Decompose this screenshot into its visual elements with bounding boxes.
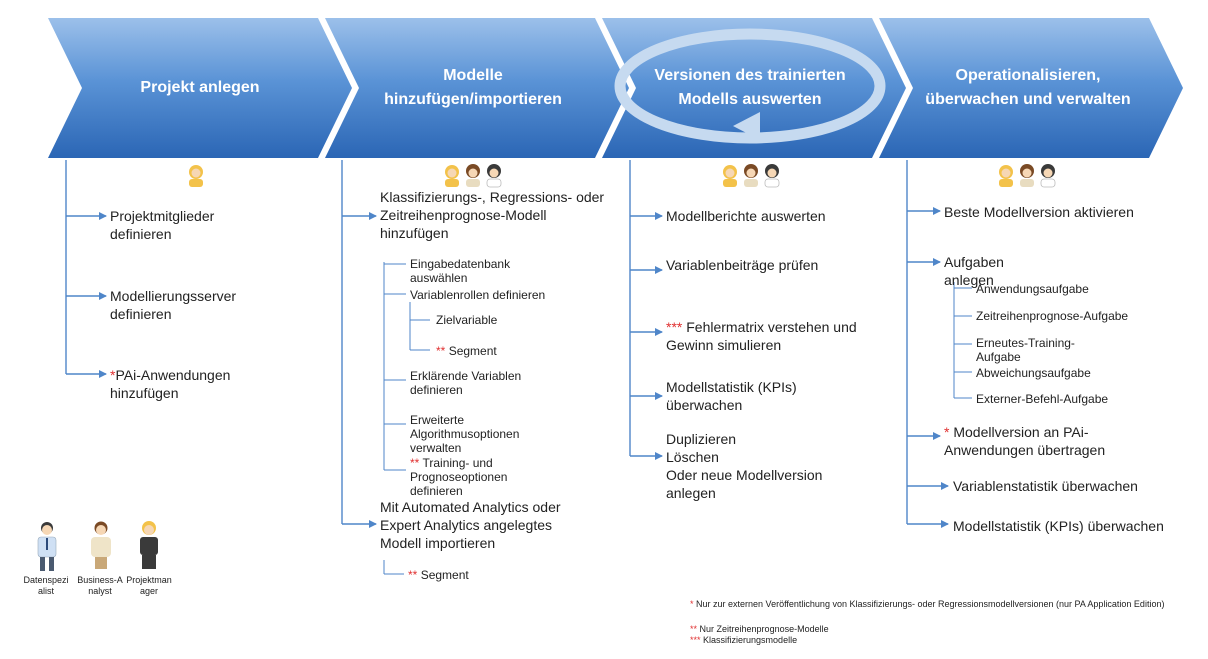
stage-2-title: Modelle hinzufügen/importieren [384,67,562,108]
col4-connectors [906,160,949,528]
col4-item-transfer-text: Modellversion an PAi-Anwendungen übertra… [944,424,1106,458]
legend-label-data-specialist: Datenspezialist [23,575,69,596]
col4-sub-forecast-task: Zeitreihenprognose-Aufgabe [976,309,1129,323]
col1-item-pai: *PAi-Anwendungen hinzufügen [110,366,270,402]
legend-people [37,521,158,571]
col3-item-duplicate: Duplizieren Löschen Oder neue Modellvers… [666,431,823,501]
business-analyst-icon [744,164,758,187]
business-analyst-icon [1020,164,1034,187]
col2-sub-segment: ** Segment [436,344,556,358]
col4-item-activate: Beste Modellversion aktivieren [944,204,1134,220]
col3-item-reports: Modellberichte auswerten [666,208,826,224]
col4-item-transfer: * Modellversion an PAi-Anwendungen übert… [944,423,1144,459]
star-marker: *** [690,635,701,645]
footnote-1-text: Nur zur externen Veröffentlichung von Kl… [696,599,1165,609]
col2-sub-algorithm: Erweiterte Algorithmusoptionen verwalten [410,413,520,455]
col2-sub-input-db: Eingabedatenbank auswählen [410,257,511,285]
col3-item-confusion: *** Fehlermatrix verstehen und Gewinn si… [666,318,902,354]
data-specialist-icon [37,522,57,571]
star-marker: * [110,367,116,383]
footnote-3: *** Klassifizierungsmodelle [690,635,1180,646]
stage-3-title: Versionen des trainierten Modells auswer… [654,67,846,108]
col1-item-server: Modellierungsserver definieren [110,288,237,322]
col4-item-variable-stats: Variablenstatistik überwachen [953,478,1138,494]
project-manager-icon [189,165,203,187]
col2-sub-training-text: Training- und Prognoseoptionen definiere… [410,456,508,498]
col2-sub-variable-roles: Variablenrollen definieren [410,288,546,302]
col1-item-members: Projektmitglieder definieren [110,208,215,242]
footnote-3-text: Klassifizierungsmodelle [703,635,798,645]
footnote-1: * Nur zur externen Veröffentlichung von … [690,599,1180,610]
col2-connectors [341,160,377,528]
col2-sub-connectors [383,262,430,575]
stage-1-persona-icons [189,165,203,187]
stage-2-chevron [325,18,629,158]
stage-3-persona-icons [723,164,780,188]
project-manager-icon [140,521,158,569]
star-marker: ** [408,568,418,582]
footnote-2-text: Nur Zeitreihenprognose-Modelle [699,624,829,634]
business-analyst-icon [91,521,111,569]
col3-item-contributions: Variablenbeiträge prüfen [666,257,819,273]
col2-sub-target: Zielvariable [436,313,498,327]
col1-item-pai-text: PAi-Anwendungen hinzufügen [110,367,231,401]
col2-item-add-model: Klassifizierungs-, Regressions- oder Zei… [380,189,605,241]
data-specialist-icon [1040,164,1056,188]
star-marker: ** [436,344,446,358]
cycle-ring [614,28,886,144]
stage-1-chevron [48,18,352,158]
col4-sub-external-task: Externer-Befehl-Aufgabe [976,392,1109,406]
stage-2-persona-icons [445,164,502,188]
col4-item-tasks: Aufgaben anlegen [944,254,1004,288]
star-marker: ** [410,456,420,470]
legend-label-project-manager: Projektmanager [126,575,172,596]
col4-sub-connectors [953,282,972,399]
col2-sub-segment-text: Segment [448,344,497,358]
stage-4-title: Operationalisieren, überwachen und verwa… [925,67,1131,108]
star-marker: * [944,424,950,440]
col2-sub-training: ** Training- und Prognoseoptionen defini… [410,456,540,498]
cycle-ring-arrow [733,112,760,140]
col4-sub-retraining-task: Erneutes-Training-Aufgabe [976,336,1075,364]
stage-4-persona-icons [999,164,1056,188]
data-specialist-icon [486,164,502,188]
col3-connectors [629,160,663,460]
col4-sub-deviation-task: Abweichungsaufgabe [976,366,1091,380]
col3-item-kpis: Modellstatistik (KPIs) überwachen [666,379,797,413]
project-manager-icon [723,165,737,187]
business-analyst-icon [466,164,480,187]
project-manager-icon [999,165,1013,187]
data-specialist-icon [764,164,780,188]
col4-sub-application-task: Anwendungsaufgabe [976,282,1089,296]
footnote-2: ** Nur Zeitreihenprognose-Modelle [690,624,1180,635]
star-marker: * [690,599,694,609]
col1-connectors [65,160,107,378]
col2-item-import: Mit Automated Analytics oder Expert Anal… [380,499,561,551]
star-marker: *** [666,319,683,335]
stage-1-title: Projekt anlegen [140,79,260,96]
col2-sub-import-segment-text: Segment [420,568,469,582]
col2-sub-explanatory: Erklärende Variablen definieren [410,369,522,397]
col4-item-model-stats: Modellstatistik (KPIs) überwachen [953,518,1164,534]
col3-item-confusion-text: Fehlermatrix verstehen und Gewinn simuli… [666,319,857,353]
star-marker: ** [690,624,698,634]
project-manager-icon [445,165,459,187]
stage-4-chevron [879,18,1183,158]
col2-sub-import-segment: ** Segment [408,568,528,582]
legend-label-business-analyst: Business-Analyst [77,575,123,596]
